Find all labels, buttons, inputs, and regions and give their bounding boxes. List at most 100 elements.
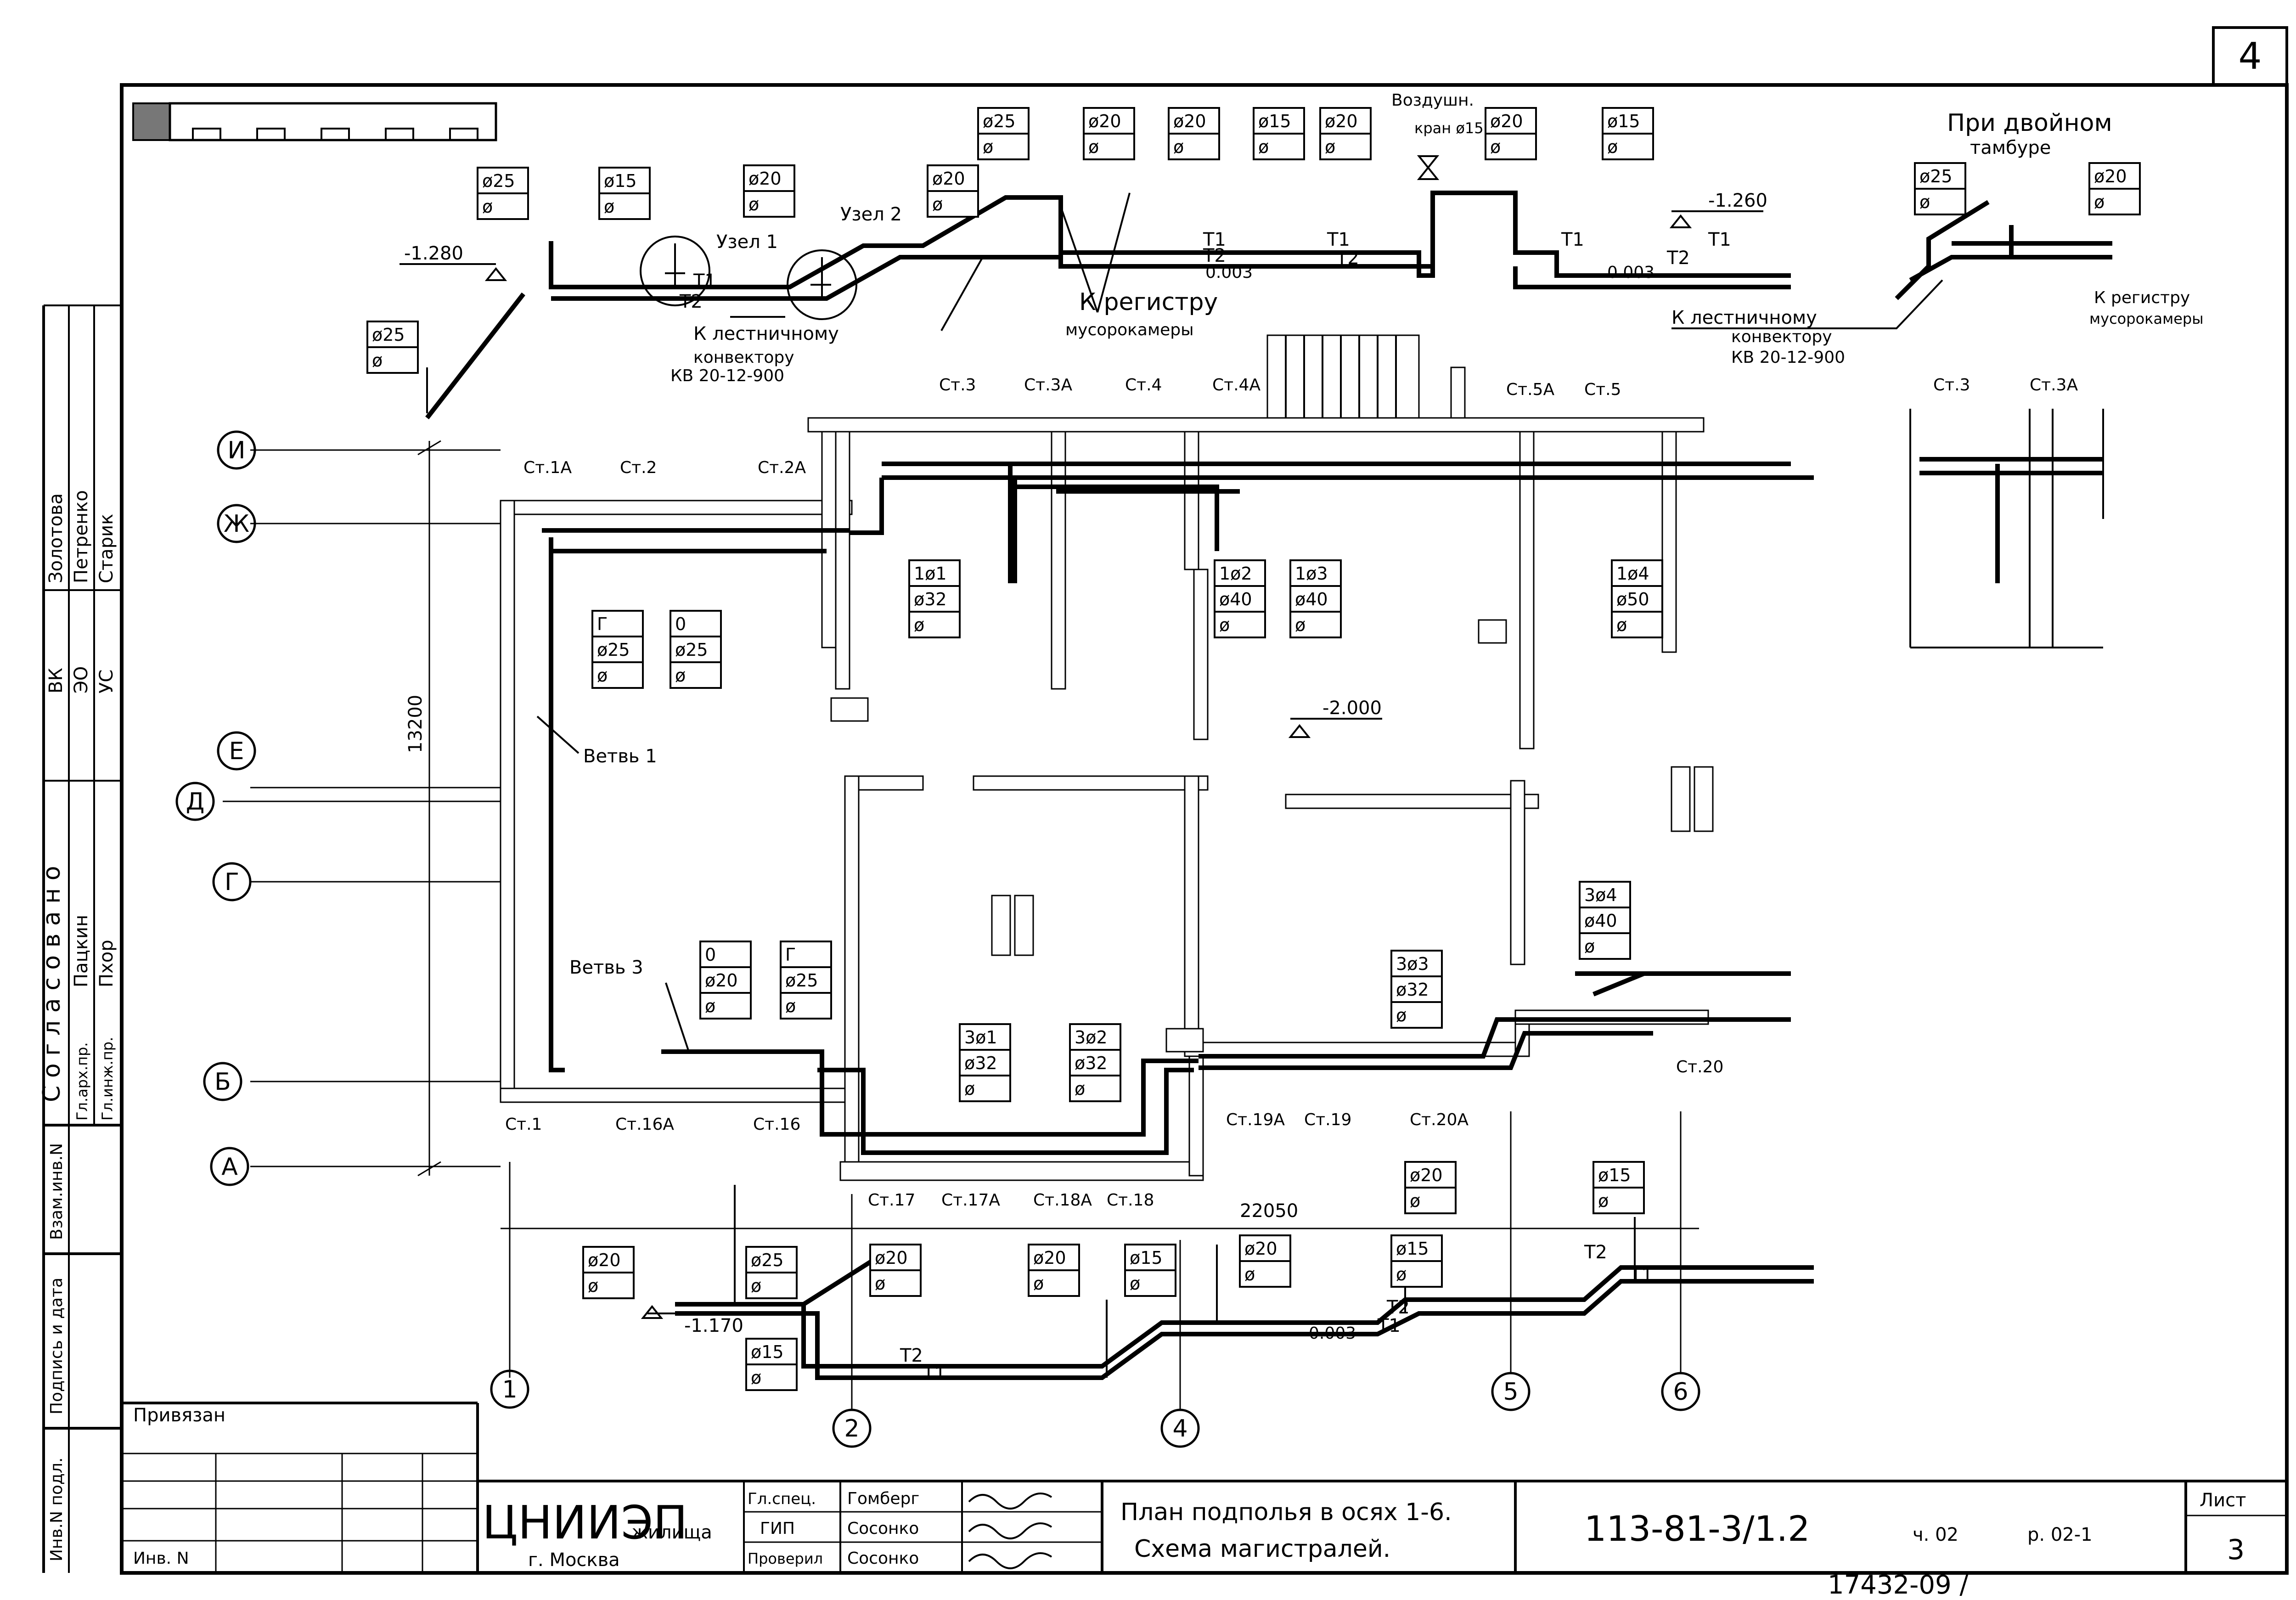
signatures	[968, 1493, 1052, 1569]
diameter-cell	[1289, 559, 1342, 587]
diameter-cell	[743, 164, 795, 192]
level-2: -1.260	[1708, 190, 1767, 211]
diameter-cell	[780, 941, 832, 968]
riser-st5: Ст.5	[1584, 380, 1621, 399]
axis-label-d: Д	[186, 788, 205, 816]
vestibule-1: При двойном	[1947, 109, 2112, 137]
diameter-value: ø	[482, 197, 493, 217]
diameter-cell	[1289, 585, 1342, 613]
diameter-value: 1ø3	[1295, 563, 1328, 584]
diameter-cell	[1611, 585, 1663, 613]
diameter-value: ø	[705, 996, 715, 1016]
t1-c: Т1	[1327, 229, 1350, 250]
riser-st2a: Ст.2А	[758, 458, 806, 477]
stamp-name-2: Петренко	[71, 490, 92, 583]
diameter-value: ø25	[751, 1250, 784, 1270]
dim-horizontal: 22050	[1240, 1200, 1298, 1222]
diameter-cell	[1253, 133, 1305, 160]
sheet-value: 3	[2227, 1534, 2245, 1566]
diameter-value: 3ø4	[1584, 885, 1617, 905]
stair-note-6: КВ 20-12-900	[1731, 348, 1845, 367]
diameter-value: 0	[705, 945, 716, 965]
riser-st4a: Ст.4А	[1212, 376, 1261, 394]
register-note-3: К регистру	[2094, 288, 2190, 307]
t2-bottom-3: Т2	[1584, 1242, 1607, 1263]
drawing-code: 113-81-3/1.2	[1584, 1508, 1810, 1549]
axis-label-1: 1	[502, 1376, 517, 1403]
riser-st3a-right: Ст.3А	[2030, 376, 2078, 394]
diameter-value: ø	[748, 194, 759, 214]
diameter-value: ø20	[1033, 1248, 1066, 1268]
riser-st1: Ст.1	[505, 1115, 542, 1134]
slope-2: 0.003	[1607, 263, 1654, 282]
axis-label-5: 5	[1503, 1378, 1518, 1406]
stamp-field-inv: Инв.N подл.	[47, 1458, 66, 1561]
stair-note-2: конвектору	[693, 348, 794, 367]
t2-bottom-1: Т2	[900, 1345, 923, 1366]
drawing-title-1: План подполья в осях 1-6.	[1120, 1499, 1452, 1526]
stamp-dept-4: Гл.арх.пр.	[73, 1042, 91, 1121]
dim-vertical: 13200	[405, 695, 426, 753]
node-1-label: Узел 1	[716, 231, 778, 253]
diameter-value: ø	[597, 665, 608, 686]
diameter-cell	[745, 1246, 798, 1273]
axis-label-6: 6	[1673, 1378, 1688, 1406]
diameter-value: ø20	[2094, 166, 2127, 186]
diameter-cell	[959, 1075, 1011, 1102]
diameter-cell	[1239, 1260, 1291, 1288]
riser-labels: Ст.1А Ст.2 Ст.2А Ст.3 Ст.3А Ст.4 Ст.4А С…	[505, 376, 2078, 1210]
diameter-cell	[1028, 1244, 1080, 1271]
diameter-value: ø	[1598, 1191, 1609, 1211]
t1-bottom-3: Т1	[1630, 1265, 1653, 1286]
diameter-cell	[598, 167, 651, 194]
riser-st18: Ст.18	[1107, 1191, 1154, 1210]
diameter-cell	[745, 1272, 798, 1299]
diameter-value: ø	[1258, 137, 1269, 157]
level-marks: -1.280 -1.260 -2.000 -1.170 0.003 0.003 …	[400, 190, 1767, 1343]
diameter-value: ø20	[1244, 1239, 1277, 1259]
diameter-cell	[977, 133, 1030, 160]
riser-st16a: Ст.16А	[615, 1115, 674, 1134]
stamp-dept-3: УС	[96, 670, 117, 693]
org-name: ЦНИИЭП	[482, 1496, 687, 1549]
role-1: Гл.спец.	[748, 1490, 816, 1508]
vestibule-2: тамбуре	[1970, 137, 2051, 158]
stamp-dept-1: ВК	[45, 668, 67, 693]
diameter-cell	[477, 192, 529, 220]
diameter-value: ø20	[1325, 111, 1358, 131]
riser-st3a: Ст.3А	[1024, 376, 1072, 394]
diameter-cell	[670, 661, 722, 689]
drawing-part: ч. 02	[1913, 1524, 1958, 1545]
diameter-cell	[591, 636, 644, 663]
diameter-cell	[1485, 107, 1537, 135]
plan-pipes: Ветвь 1 Ветвь 3	[536, 462, 1814, 1155]
diameter-value: ø25	[597, 640, 630, 660]
diameter-value: ø	[932, 194, 943, 214]
riser-st5a: Ст.5А	[1506, 380, 1554, 399]
diameter-value: ø20	[1088, 111, 1121, 131]
t1-bottom-2: Т1	[1377, 1315, 1401, 1336]
diameter-cell	[1914, 188, 1966, 215]
diameter-value: ø	[604, 197, 614, 217]
diameter-value: ø15	[1396, 1239, 1429, 1259]
diameter-cell	[908, 559, 961, 587]
stamp-name-4: Пацкин	[71, 915, 92, 987]
drawing-section: р. 02-1	[2027, 1524, 2093, 1545]
diameter-value: ø	[1075, 1079, 1085, 1099]
diameter-value: ø20	[1410, 1165, 1443, 1185]
